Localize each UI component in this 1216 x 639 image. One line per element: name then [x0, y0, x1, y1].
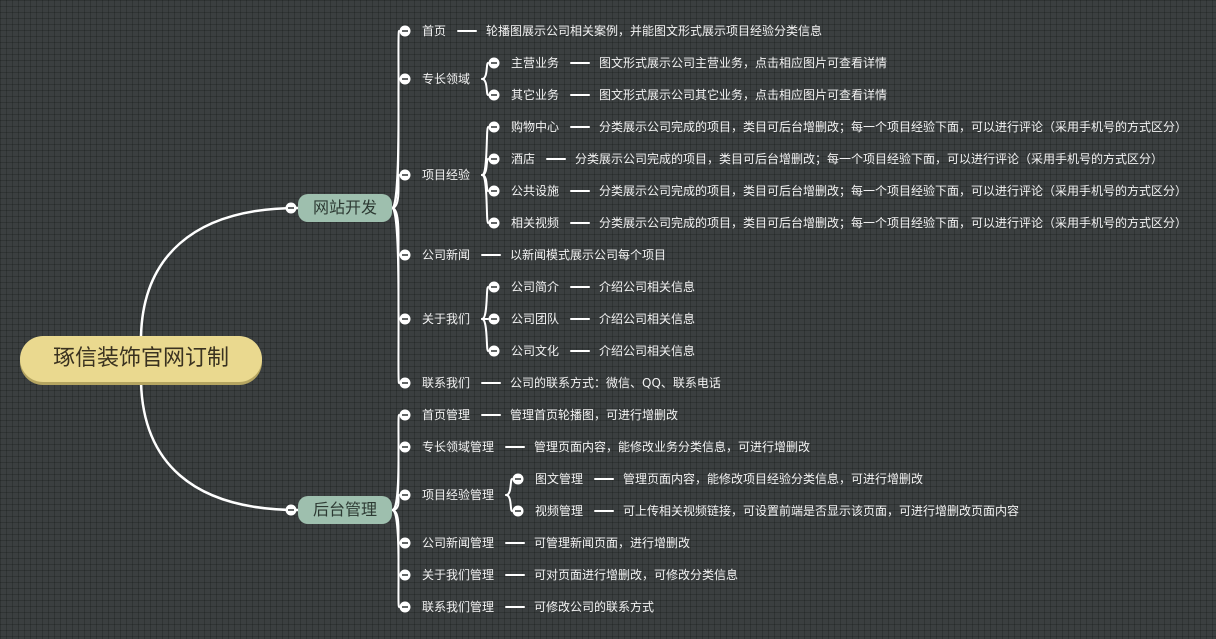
desc-2-6: 可修改公司的联系方式 [534, 600, 655, 614]
node-2-6-collapse-icon[interactable] [399, 601, 411, 613]
node-2-5[interactable]: 关于我们管理 [422, 568, 495, 582]
node-1-1[interactable]: 首页 [422, 24, 447, 38]
node-2-4-collapse-icon[interactable] [399, 537, 411, 549]
node-1-2-collapse-icon[interactable] [399, 73, 411, 85]
branch-2-collapse-icon[interactable] [285, 504, 297, 516]
branch-2[interactable]: 后台管理 [298, 496, 392, 524]
leaf-1-3-2-collapse-icon[interactable] [488, 153, 500, 165]
node-1-6[interactable]: 联系我们 [422, 376, 471, 390]
node-1-5-collapse-icon[interactable] [399, 313, 411, 325]
node-2-3[interactable]: 项目经验管理 [422, 488, 495, 502]
leaf-1-5-2[interactable]: 公司团队 [511, 312, 560, 326]
leaf-1-5-1[interactable]: 公司简介 [511, 280, 560, 294]
leaf-1-3-3-collapse-icon[interactable] [488, 185, 500, 197]
desc-2-2: 管理页面内容，能修改业务分类信息，可进行增删改 [534, 440, 811, 454]
leaf-2-3-2-collapse-icon[interactable] [512, 505, 524, 517]
leaf-1-3-2[interactable]: 酒店 [511, 152, 536, 166]
leaf-1-5-1-collapse-icon[interactable] [488, 281, 500, 293]
leaf-desc-1-5-2: 介绍公司相关信息 [599, 312, 696, 326]
node-1-6-collapse-icon[interactable] [399, 377, 411, 389]
desc-2-4: 可管理新闻页面，进行增删改 [534, 536, 691, 550]
leaf-1-3-4[interactable]: 相关视频 [511, 216, 560, 230]
leaf-1-3-1-collapse-icon[interactable] [488, 121, 500, 133]
leaf-1-5-3[interactable]: 公司文化 [511, 344, 560, 358]
node-1-4-collapse-icon[interactable] [399, 249, 411, 261]
desc-2-5: 可对页面进行增删改，可修改分类信息 [534, 568, 739, 582]
desc-2-1: 管理首页轮播图，可进行增删改 [510, 408, 679, 422]
desc-1-4: 以新闻模式展示公司每个项目 [510, 248, 667, 262]
leaf-1-2-1-collapse-icon[interactable] [488, 57, 500, 69]
node-2-1-collapse-icon[interactable] [399, 409, 411, 421]
node-1-3-collapse-icon[interactable] [399, 169, 411, 181]
leaf-desc-1-3-4: 分类展示公司完成的项目，类目可后台增删改；每一个项目经验下面，可以进行评论（采用… [599, 216, 1188, 230]
leaf-2-3-1[interactable]: 图文管理 [535, 472, 584, 486]
node-1-5[interactable]: 关于我们 [422, 312, 471, 326]
leaf-2-3-2[interactable]: 视频管理 [535, 504, 584, 518]
root-topic[interactable]: 琢信装饰官网订制 [20, 336, 262, 382]
leaf-1-2-1[interactable]: 主营业务 [511, 56, 560, 70]
branch-1-collapse-icon[interactable] [285, 202, 297, 214]
leaf-desc-1-5-1: 介绍公司相关信息 [599, 280, 696, 294]
leaf-1-5-3-collapse-icon[interactable] [488, 345, 500, 357]
node-1-3[interactable]: 项目经验 [422, 168, 471, 182]
leaf-desc-1-3-1: 分类展示公司完成的项目，类目可后台增删改；每一个项目经验下面，可以进行评论（采用… [599, 120, 1188, 134]
leaf-desc-2-3-1: 管理页面内容，能修改项目经验分类信息，可进行增删改 [623, 472, 924, 486]
leaf-desc-2-3-2: 可上传相关视频链接，可设置前端是否显示该页面，可进行增删改页面内容 [623, 504, 1020, 518]
desc-1-6: 公司的联系方式：微信、QQ、联系电话 [510, 376, 721, 390]
node-2-4[interactable]: 公司新闻管理 [422, 536, 495, 550]
desc-1-1: 轮播图展示公司相关案例，并能图文形式展示项目经验分类信息 [486, 24, 823, 38]
leaf-desc-1-2-1: 图文形式展示公司主营业务，点击相应图片可查看详情 [599, 56, 888, 70]
leaf-1-3-1[interactable]: 购物中心 [511, 120, 560, 134]
node-2-1[interactable]: 首页管理 [422, 408, 471, 422]
node-2-3-collapse-icon[interactable] [399, 489, 411, 501]
leaf-desc-1-2-2: 图文形式展示公司其它业务，点击相应图片可查看详情 [599, 88, 888, 102]
node-2-2-collapse-icon[interactable] [399, 441, 411, 453]
leaf-2-3-1-collapse-icon[interactable] [512, 473, 524, 485]
leaf-desc-1-3-2: 分类展示公司完成的项目，类目可后台增删改；每一个项目经验下面，可以进行评论（采用… [575, 152, 1164, 166]
leaf-1-5-2-collapse-icon[interactable] [488, 313, 500, 325]
node-1-4[interactable]: 公司新闻 [422, 248, 471, 262]
node-1-2[interactable]: 专长领域 [422, 72, 471, 86]
leaf-1-3-4-collapse-icon[interactable] [488, 217, 500, 229]
leaf-1-2-2-collapse-icon[interactable] [488, 89, 500, 101]
leaf-1-2-2[interactable]: 其它业务 [511, 88, 560, 102]
node-2-2[interactable]: 专长领域管理 [422, 440, 495, 454]
leaf-desc-1-3-3: 分类展示公司完成的项目，类目可后台增删改；每一个项目经验下面，可以进行评论（采用… [599, 184, 1188, 198]
node-2-6[interactable]: 联系我们管理 [422, 600, 495, 614]
node-1-1-collapse-icon[interactable] [399, 25, 411, 37]
node-2-5-collapse-icon[interactable] [399, 569, 411, 581]
branch-1[interactable]: 网站开发 [298, 194, 392, 222]
leaf-1-3-3[interactable]: 公共设施 [511, 184, 560, 198]
leaf-desc-1-5-3: 介绍公司相关信息 [599, 344, 696, 358]
